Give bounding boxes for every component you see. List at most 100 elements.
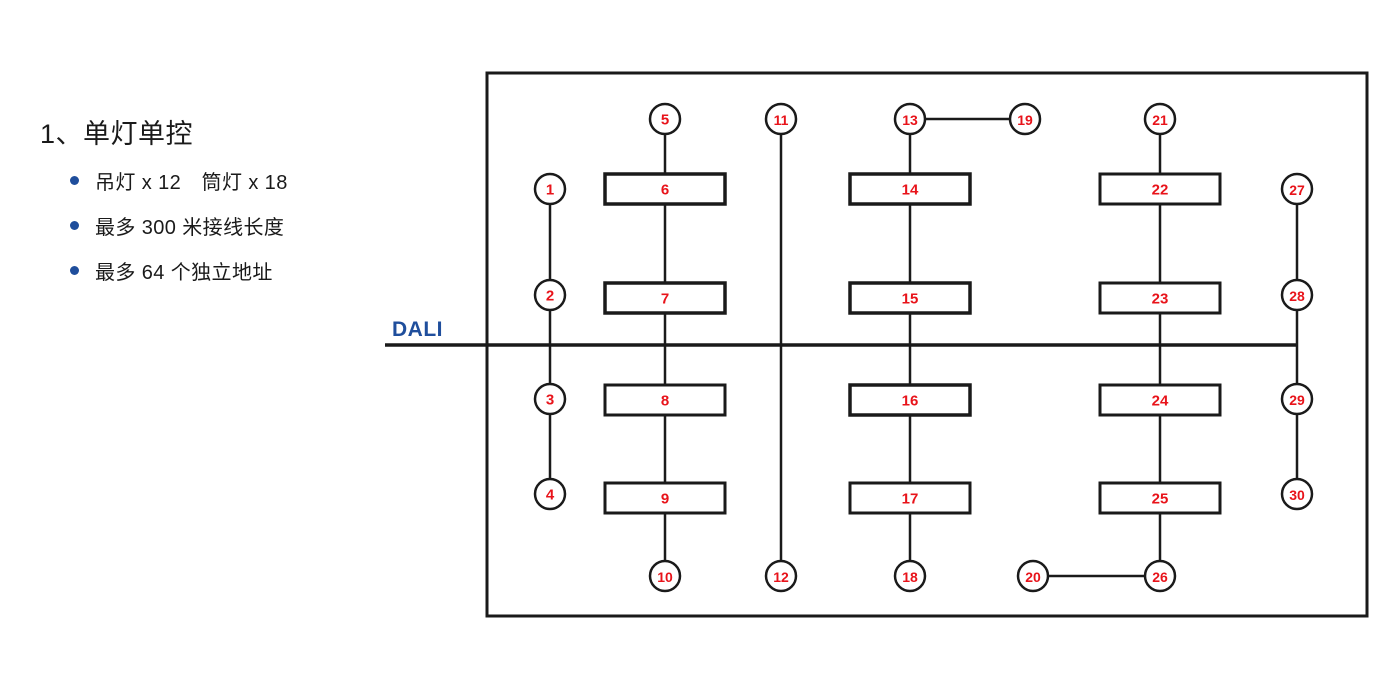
node-label: 19 bbox=[1017, 112, 1033, 128]
driver-box-25[interactable]: 25 bbox=[1098, 481, 1222, 515]
node-circle-29[interactable]: 29 bbox=[1280, 382, 1314, 416]
node-label: 28 bbox=[1289, 288, 1305, 304]
bullet-dot-icon bbox=[70, 265, 79, 275]
circle-outline bbox=[1280, 382, 1314, 416]
list-item-label: 吊灯 x 12 筒灯 x 18 bbox=[95, 171, 288, 194]
box-outline bbox=[603, 172, 727, 206]
node-label: 11 bbox=[774, 112, 789, 128]
list-item: 最多 300 米接线长度 bbox=[40, 211, 400, 240]
circle-outline bbox=[1016, 559, 1050, 593]
box-outline bbox=[1098, 383, 1222, 417]
driver-box-24[interactable]: 24 bbox=[1098, 383, 1222, 417]
box-outline bbox=[848, 281, 972, 315]
bullet-dot-icon bbox=[70, 175, 79, 185]
node-circle-27[interactable]: 27 bbox=[1280, 172, 1314, 206]
driver-box-23[interactable]: 23 bbox=[1098, 281, 1222, 315]
circle-outline bbox=[533, 477, 567, 511]
circle-outline bbox=[893, 559, 927, 593]
node-circle-20[interactable]: 20 bbox=[1016, 559, 1050, 593]
node-label: 10 bbox=[657, 569, 673, 585]
node-circle-11[interactable]: 11 bbox=[764, 102, 798, 136]
list-item: 吊灯 x 12 筒灯 x 18 bbox=[40, 166, 400, 195]
node-circle-26[interactable]: 26 bbox=[1143, 559, 1177, 593]
box-label: 8 bbox=[661, 393, 669, 410]
address-nodes: 1 2 3 4 5 10 11 12 bbox=[533, 102, 1314, 593]
node-circle-21[interactable]: 21 bbox=[1143, 102, 1177, 136]
node-circle-18[interactable]: 18 bbox=[893, 559, 927, 593]
driver-box-7[interactable]: 7 bbox=[603, 281, 727, 315]
box-label: 9 bbox=[661, 491, 669, 508]
list-item-label: 最多 300 米接线长度 bbox=[95, 216, 285, 239]
node-label: 1 bbox=[546, 182, 554, 199]
box-outline bbox=[1098, 481, 1222, 515]
node-circle-12[interactable]: 12 bbox=[764, 559, 798, 593]
driver-box-9[interactable]: 9 bbox=[603, 481, 727, 515]
box-outline bbox=[848, 383, 972, 417]
node-circle-4[interactable]: 4 bbox=[533, 477, 567, 511]
circle-outline bbox=[533, 172, 567, 206]
box-label: 23 bbox=[1152, 291, 1169, 308]
node-circle-1[interactable]: 1 bbox=[533, 172, 567, 206]
node-circle-3[interactable]: 3 bbox=[533, 382, 567, 416]
circle-outline bbox=[764, 559, 798, 593]
box-label: 22 bbox=[1152, 182, 1169, 199]
box-label: 25 bbox=[1152, 491, 1169, 508]
node-label: 26 bbox=[1152, 569, 1168, 585]
box-outline bbox=[1098, 172, 1222, 206]
driver-box-8[interactable]: 8 bbox=[603, 383, 727, 417]
circle-outline bbox=[533, 382, 567, 416]
node-circle-28[interactable]: 28 bbox=[1280, 278, 1314, 312]
list-item: 最多 64 个独立地址 bbox=[40, 256, 400, 285]
circle-outline bbox=[533, 278, 567, 312]
box-label: 15 bbox=[902, 291, 919, 308]
node-circle-30[interactable]: 30 bbox=[1280, 477, 1314, 511]
node-circle-2[interactable]: 2 bbox=[533, 278, 567, 312]
box-label: 24 bbox=[1152, 393, 1169, 410]
box-outline bbox=[848, 172, 972, 206]
node-circle-13[interactable]: 13 bbox=[893, 102, 927, 136]
driver-box-15[interactable]: 15 bbox=[848, 281, 972, 315]
circle-outline bbox=[764, 102, 798, 136]
box-outline bbox=[603, 383, 727, 417]
box-outline bbox=[603, 481, 727, 515]
circle-outline bbox=[1143, 559, 1177, 593]
circle-outline bbox=[893, 102, 927, 136]
driver-box-14[interactable]: 14 bbox=[848, 172, 972, 206]
node-label: 29 bbox=[1289, 392, 1305, 408]
node-label: 2 bbox=[546, 288, 554, 305]
driver-box-22[interactable]: 22 bbox=[1098, 172, 1222, 206]
page-title: 1、单灯单控 bbox=[40, 119, 194, 149]
list-item-label: 最多 64 个独立地址 bbox=[95, 261, 273, 284]
driver-box-17[interactable]: 17 bbox=[848, 481, 972, 515]
node-label: 4 bbox=[546, 487, 555, 504]
circle-outline bbox=[1280, 477, 1314, 511]
circle-outline bbox=[1280, 172, 1314, 206]
node-label: 30 bbox=[1289, 487, 1305, 503]
box-outline bbox=[1098, 281, 1222, 315]
driver-box-16[interactable]: 16 bbox=[848, 383, 972, 417]
node-label: 5 bbox=[661, 112, 669, 129]
box-outline bbox=[603, 281, 727, 315]
node-label: 18 bbox=[902, 569, 918, 585]
circle-outline bbox=[1143, 102, 1177, 136]
info-panel: 1、单灯单控 吊灯 x 12 筒灯 x 18 最多 300 米接线长度 最多 6… bbox=[40, 118, 400, 301]
diagram-wires bbox=[385, 71, 1369, 618]
box-label: 17 bbox=[902, 491, 919, 508]
driver-box-6[interactable]: 6 bbox=[603, 172, 727, 206]
circle-outline bbox=[648, 559, 682, 593]
driver-boxes: 6 7 8 9 14 15 16 17 bbox=[603, 172, 1222, 515]
node-label: 27 bbox=[1289, 182, 1305, 198]
node-label: 13 bbox=[902, 112, 918, 128]
box-label: 6 bbox=[661, 182, 669, 199]
circle-outline bbox=[1280, 278, 1314, 312]
dali-bus-label: DALI bbox=[392, 318, 443, 341]
node-label: 3 bbox=[546, 392, 554, 409]
node-circle-5[interactable]: 5 bbox=[648, 102, 682, 136]
node-circle-19[interactable]: 19 bbox=[1008, 102, 1042, 136]
box-outline bbox=[848, 481, 972, 515]
node-circle-10[interactable]: 10 bbox=[648, 559, 682, 593]
node-label: 12 bbox=[773, 569, 789, 585]
node-label: 20 bbox=[1025, 569, 1041, 585]
circle-outline bbox=[1008, 102, 1042, 136]
